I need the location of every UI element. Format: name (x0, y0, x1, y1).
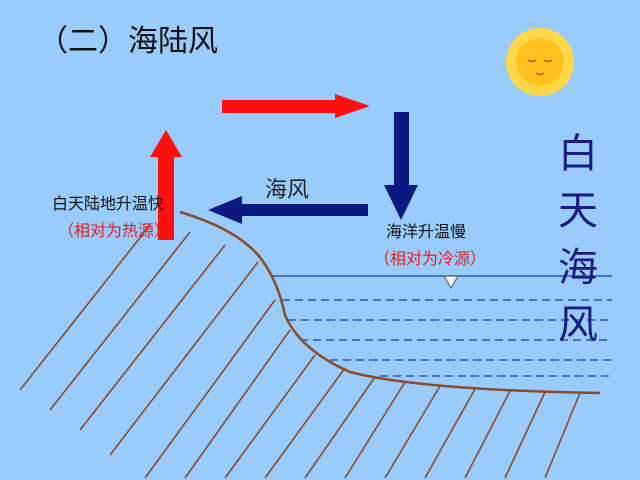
land-sub-label: （相对为热源） (58, 221, 171, 240)
coastline (179, 210, 601, 395)
side-title: 白天海风 (558, 131, 598, 348)
page-title: （二）海陆风 (38, 24, 218, 59)
land-hatching (19, 224, 581, 479)
sea-sub-label: （相对为冷源） (374, 249, 487, 268)
land-label: 白天陆地升温快 (52, 194, 165, 213)
cold-down-arrow (384, 112, 418, 220)
sea-breeze-arrow (208, 196, 368, 224)
sun-icon (506, 28, 574, 96)
warm-up-arrow (150, 130, 182, 240)
upper-right-arrow (222, 94, 370, 118)
water (272, 275, 612, 377)
wind-label: 海风 (265, 178, 310, 203)
sea-label: 海洋升温慢 (386, 222, 467, 241)
